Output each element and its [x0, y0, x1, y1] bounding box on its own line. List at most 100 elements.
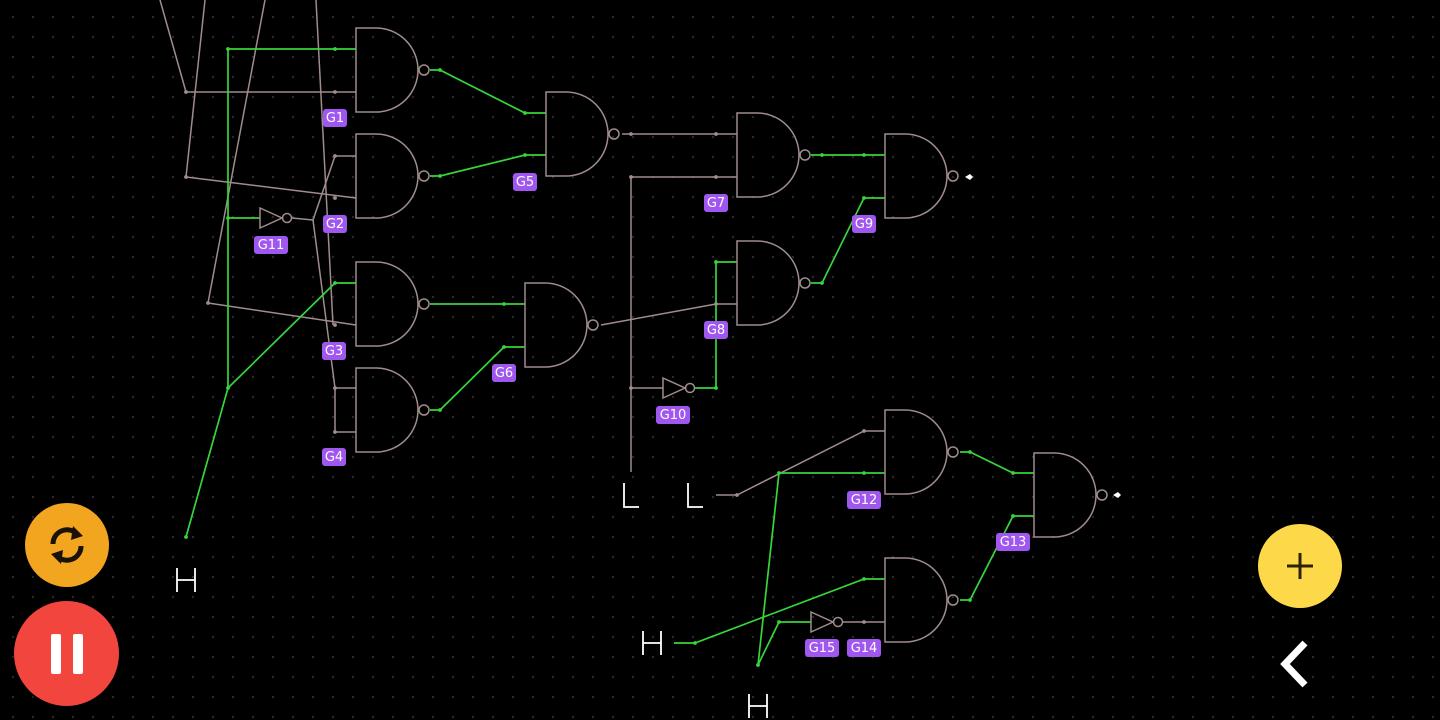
gate-label-text: G1: [326, 111, 344, 126]
junction: [714, 132, 718, 136]
gate-label-text: G10: [660, 408, 687, 423]
junction: [438, 68, 442, 72]
wire-active: [757, 472, 780, 666]
junction: [333, 323, 337, 327]
gate-label-g15: G15: [805, 639, 839, 657]
wire-active: [960, 515, 1034, 601]
gate-g1[interactable]: [355, 27, 430, 113]
gate-g12[interactable]: [884, 409, 959, 495]
junction: [862, 429, 866, 433]
add-gate-button[interactable]: [1258, 524, 1342, 608]
chevron-left-icon: [1280, 640, 1308, 688]
input-switch-l[interactable]: [623, 483, 639, 508]
label-badge: [656, 406, 690, 424]
junction: [502, 302, 506, 306]
wire-active: [227, 282, 356, 389]
gate-g5[interactable]: [545, 91, 620, 177]
nand-gate-shape: [524, 282, 588, 368]
wire-active: [430, 154, 546, 177]
label-badge: [847, 639, 881, 657]
gate-g14[interactable]: [884, 557, 959, 643]
gate-g7[interactable]: [736, 112, 811, 198]
gate-label-g10: G10: [656, 406, 690, 424]
junction: [777, 620, 781, 624]
inverter-bubble: [418, 170, 430, 182]
junction: [184, 535, 188, 539]
gate-label-text: G12: [851, 493, 878, 508]
gate-g3[interactable]: [355, 261, 430, 347]
gate-label-text: G14: [851, 641, 878, 656]
gate-g2[interactable]: [355, 133, 430, 219]
plus-icon: [1287, 553, 1313, 579]
label-badge: [704, 194, 728, 212]
junction: [333, 386, 337, 390]
gate-g6[interactable]: [524, 282, 599, 368]
label-badge: [322, 448, 346, 466]
output-probe: [965, 174, 973, 180]
wire-active: [811, 197, 885, 284]
wire-active: [430, 69, 546, 114]
wire-active: [674, 578, 885, 644]
input-glyph-l: [623, 483, 639, 508]
inverter-bubble: [799, 149, 811, 161]
wire: [291, 217, 314, 221]
junction: [523, 111, 527, 115]
reset-button[interactable]: [25, 503, 109, 587]
label-badge: [323, 109, 347, 127]
junction: [820, 281, 824, 285]
junction: [714, 260, 718, 264]
not-gate-shape: [662, 376, 687, 400]
back-button[interactable]: [1270, 636, 1320, 692]
gate-g4[interactable]: [355, 367, 430, 453]
input-glyph-h: [748, 694, 768, 718]
gate-g10[interactable]: [662, 376, 696, 400]
junction: [1011, 471, 1015, 475]
label-badge: [323, 215, 347, 233]
label-badge: [847, 491, 881, 509]
junction: [629, 386, 633, 390]
inverter-bubble: [1096, 489, 1108, 501]
wire: [185, 176, 357, 199]
junction: [968, 598, 972, 602]
gate-label-g1: G1: [323, 109, 347, 127]
input-switch-h[interactable]: [748, 694, 768, 718]
gate-label-text: G15: [809, 641, 836, 656]
refresh-icon: [50, 526, 84, 564]
junction: [862, 620, 866, 624]
wire: [207, 0, 266, 304]
not-gate-shape: [810, 610, 835, 634]
pause-button[interactable]: [14, 601, 119, 706]
gate-g13[interactable]: [1033, 452, 1108, 538]
junction: [333, 90, 337, 94]
junction: [862, 471, 866, 475]
junction: [226, 47, 230, 51]
junction: [968, 450, 972, 454]
junction: [438, 174, 442, 178]
junction: [862, 196, 866, 200]
junction: [333, 281, 337, 285]
gate-g15[interactable]: [810, 610, 844, 634]
inverter-bubble: [608, 128, 620, 140]
pause-icon: [50, 633, 83, 674]
input-switch-l[interactable]: [687, 483, 703, 508]
gate-g11[interactable]: [259, 206, 293, 230]
gate-label-g8: G8: [704, 321, 728, 339]
gate-g8[interactable]: [736, 240, 811, 326]
input-switch-h[interactable]: [642, 631, 662, 655]
gate-g9[interactable]: [884, 133, 959, 219]
input-switch-h[interactable]: [176, 568, 196, 592]
gate-label-g3: G3: [322, 342, 346, 360]
wire-active: [757, 621, 811, 666]
nand-gate-shape: [355, 133, 419, 219]
wire-active: [185, 387, 229, 538]
inverter-bubble: [418, 298, 430, 310]
gate-label-text: G3: [325, 344, 343, 359]
label-badge: [492, 364, 516, 382]
wire: [315, 0, 334, 326]
input-glyph-l: [687, 483, 703, 508]
nand-gate-shape: [545, 91, 609, 177]
gate-label-text: G4: [325, 450, 343, 465]
nand-gate-shape: [355, 27, 419, 113]
nand-gate-shape: [355, 261, 419, 347]
